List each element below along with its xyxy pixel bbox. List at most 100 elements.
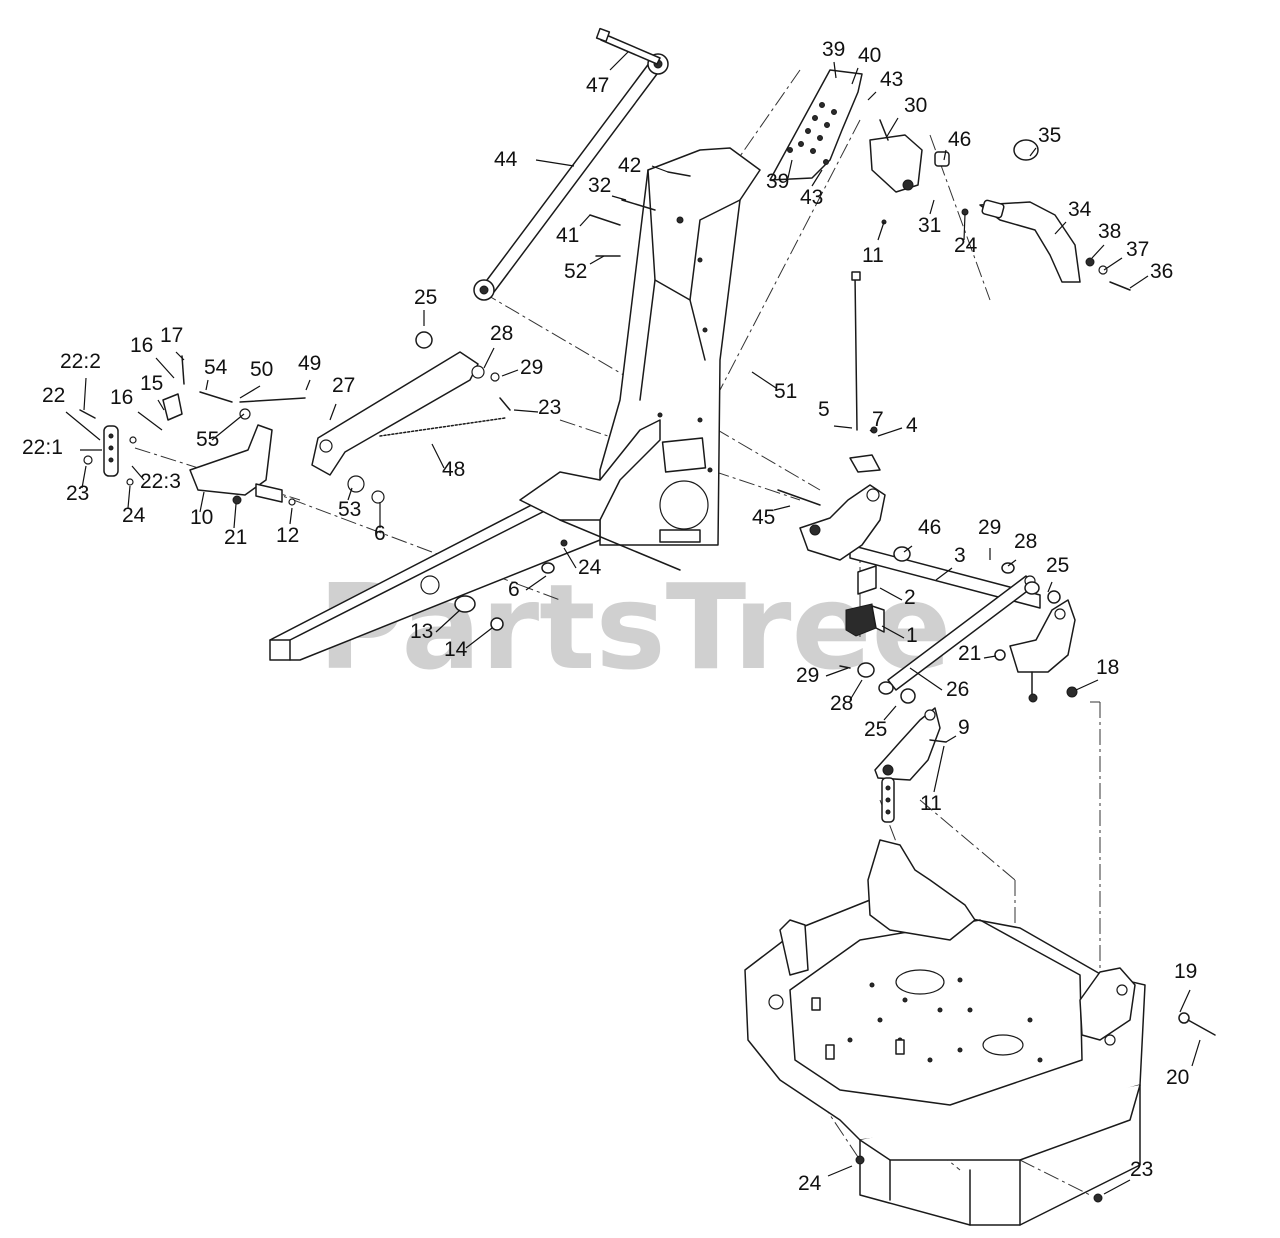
link-26 [839,562,1061,704]
callout-leader-line [233,503,237,529]
callout-leader-line [651,165,669,173]
callout-label-c1: 47 [586,74,609,97]
callout-leader-line [175,351,185,361]
callout-label-c18: 34 [1068,198,1092,221]
callout-leader-line [525,575,547,591]
callout-leader-line [943,149,947,161]
callout-leader-line [465,627,493,649]
callout-leader-line [157,399,165,411]
callout-leader-line [849,679,863,701]
callout-leader-line [1191,1039,1201,1067]
callout-leader-line [305,379,311,391]
left-bracket [189,424,296,506]
callout-leader-line [347,487,353,501]
tube-washers [454,539,568,631]
callout-leader-line [909,667,943,691]
callout-label-c31: 22:2 [60,350,101,373]
callout-label-c56: 25 [1046,554,1069,577]
callout-label-c21: 36 [1150,260,1173,283]
callout-label-c71: 19 [1174,960,1197,983]
callout-label-c45: 53 [338,498,361,521]
callout-leader-line [851,67,859,85]
callout-label-c10: 39 [766,170,789,193]
callout-leader-line [881,625,905,639]
callout-label-c16: 31 [918,214,941,237]
callout-label-c17: 24 [954,234,978,257]
callout-label-c38: 22:3 [140,470,181,493]
callout-label-c57: 24 [578,556,602,579]
callout-leader-line [929,199,935,215]
callout-leader-line [867,91,877,101]
callout-label-c72: 20 [1166,1066,1189,1089]
handle-tower [599,147,761,546]
callout-label-c5: 43 [880,68,903,91]
callout-label-c66: 26 [946,678,969,701]
callout-leader-line [239,385,261,399]
callout-leader-line [1179,989,1191,1013]
callout-label-c61: 14 [444,638,468,661]
callout-label-c11: 43 [800,186,823,209]
callout-label-c43: 12 [276,524,299,547]
callout-leader-line [199,491,205,513]
callout-leader-line [579,214,591,227]
callout-leader-line [1075,679,1099,691]
callout-leader-line [535,159,575,167]
callout-label-c6: 30 [904,94,927,117]
callout-leader-line [787,159,793,179]
callout-label-c74: 23 [1130,1158,1153,1181]
callout-leader-line [589,255,605,265]
callout-leader-line [205,379,209,391]
callout-leader-line [885,117,899,139]
callout-label-c42: 21 [224,526,247,549]
callout-label-c37: 22:1 [22,436,63,459]
callout-label-c33: 16 [110,386,133,409]
callout-label-c9: 42 [618,154,641,177]
callout-label-c46: 6 [374,522,386,545]
pedal-adjust-plate [769,69,863,181]
callout-leader-line [83,377,87,411]
callout-label-c20: 37 [1126,238,1149,261]
callout-leader-line [1007,559,1017,567]
callout-label-c3: 39 [822,38,845,61]
small-hardware-top [589,171,969,257]
callout-leader-line [903,545,913,553]
callout-label-c35: 22 [42,384,65,407]
mower-deck [744,839,1216,1226]
callout-label-c25: 23 [538,396,561,419]
callout-leader-line [751,371,777,389]
pedal [979,139,1131,291]
right-bracket [994,599,1078,703]
callout-leader-line [611,195,627,201]
callout-leader-line [825,667,849,677]
callout-label-c54: 28 [1014,530,1037,553]
pedal-pivot [869,119,950,193]
callout-leader-line [1103,1179,1131,1195]
callout-leader-line [609,51,629,71]
callout-leader-line [563,547,577,569]
callout-leader-line [869,429,873,433]
callout-leader-line [501,369,519,377]
callout-leader-line [431,443,445,469]
callout-leader-line [435,609,461,633]
callout-leader-line [483,347,495,369]
callout-label-c44: 48 [442,458,465,481]
callout-leader-line [137,411,163,431]
callout-leader-line [1029,147,1037,157]
callout-label-c13: 41 [556,224,579,247]
callout-label-c41: 10 [190,506,213,529]
callout-label-c15: 11 [862,244,884,267]
callout-label-c39: 23 [66,482,89,505]
callout-leader-line [935,567,953,581]
upper-link-rod [473,27,669,301]
callout-label-c64: 18 [1096,656,1119,679]
callout-label-c69: 9 [958,716,970,739]
callout-leader-line [945,735,957,743]
callout-leader-line [1047,581,1053,593]
callout-leader-line [1129,275,1149,289]
callout-label-c53: 29 [978,516,1001,539]
callout-label-c32: 15 [140,372,163,395]
callout-leader-line [833,425,853,429]
main-tube-frame [269,419,681,661]
chain-left [79,355,185,486]
callout-label-c55: 3 [954,544,966,567]
